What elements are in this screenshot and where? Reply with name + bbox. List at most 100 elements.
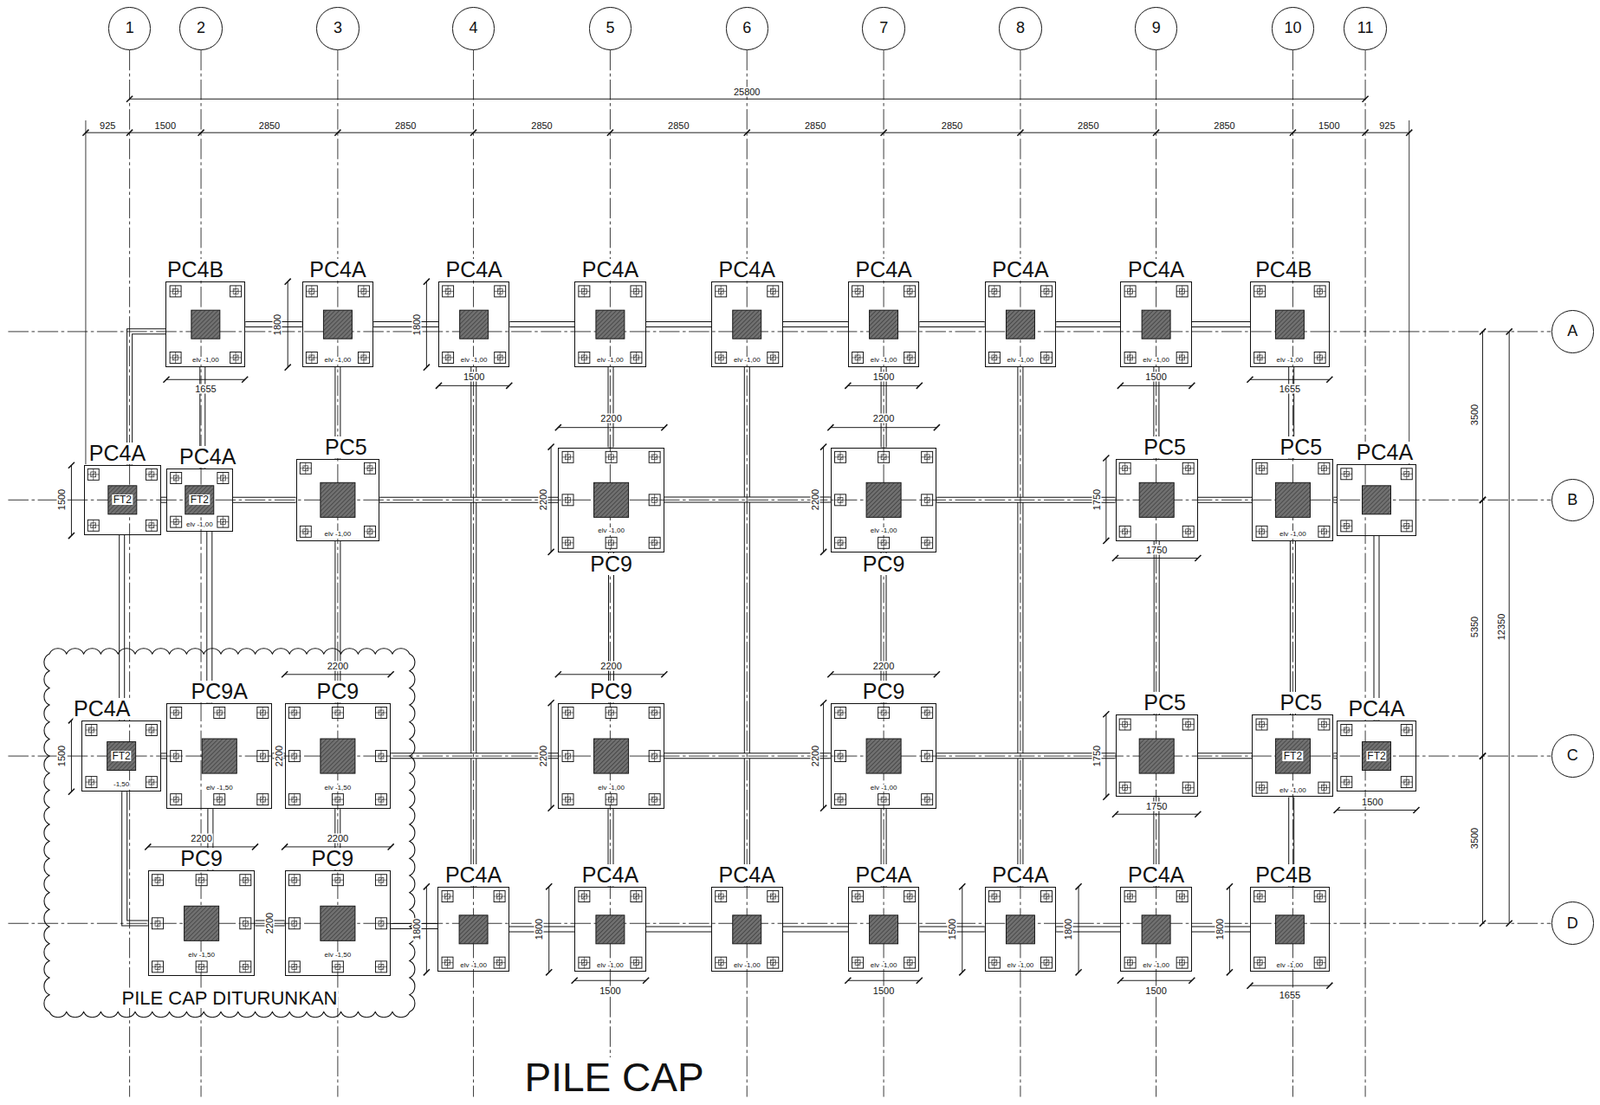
column-section	[1275, 915, 1304, 945]
pile-symbol	[170, 472, 182, 485]
pile-symbol	[213, 706, 226, 719]
dimension-tick	[1194, 811, 1201, 818]
pile-axis	[380, 918, 382, 930]
grid-line	[7, 330, 1551, 332]
elevation-text: elv -1,00	[869, 784, 899, 793]
dimension-tick	[435, 382, 442, 389]
pile-axis	[336, 706, 338, 719]
grid-bubble: 4	[452, 6, 496, 51]
dimension-tick	[1112, 555, 1119, 562]
pile-cap: PC4Aelv -1,00	[438, 281, 511, 368]
column-section	[320, 906, 356, 941]
column-section	[866, 482, 901, 518]
column-section	[1362, 485, 1392, 515]
dimension-tick	[1362, 96, 1369, 103]
grid-number: 8	[1016, 19, 1025, 38]
dimension-text: 1800	[411, 918, 422, 941]
pile-symbol	[1318, 719, 1330, 731]
pile-symbol	[767, 285, 779, 298]
dimension-text: 1500	[154, 120, 177, 130]
tie-beam	[373, 321, 439, 328]
pile-symbol	[288, 706, 300, 719]
pile-symbol	[331, 874, 344, 887]
tie-beam	[783, 929, 849, 931]
pile-symbol	[1182, 525, 1194, 538]
pile-cap-label: PC4A	[1127, 864, 1186, 887]
pile-axis	[567, 751, 569, 763]
dimension-line	[166, 379, 246, 381]
column-section	[866, 738, 901, 774]
dimension-text: 2850	[667, 120, 690, 130]
tie-beam	[206, 531, 213, 704]
grid-number: 6	[742, 19, 752, 38]
dimension-text: 1750	[1145, 544, 1168, 555]
tie-beam	[1055, 321, 1121, 328]
dimension-text: 2850	[530, 120, 553, 130]
dimension-text: 1500	[462, 371, 486, 382]
pile-cap-label: PC9	[316, 680, 361, 703]
pile-symbol	[921, 706, 933, 719]
dimension-text: 2850	[258, 120, 281, 130]
column-section	[595, 310, 625, 339]
dimension-line	[574, 980, 646, 982]
pile-symbol	[630, 957, 642, 969]
dimension-text: 2200	[810, 488, 821, 512]
pile-cap: PC4Aelv -1,00	[711, 281, 784, 368]
column-section	[594, 738, 629, 774]
tie-beam	[1191, 322, 1251, 327]
dimension-text: 2200	[189, 834, 213, 844]
pile-symbol	[357, 351, 370, 363]
pile-cap-label: PC9	[589, 680, 634, 703]
pile-cap: PC4Aelv -1,00	[437, 887, 510, 973]
pile-symbol	[217, 472, 229, 485]
pile-symbol	[988, 351, 1000, 363]
column-section	[1005, 915, 1035, 945]
dimension-tick	[820, 699, 827, 707]
column-section	[191, 310, 221, 339]
elevation-text: elv -1,50	[205, 784, 234, 793]
pile-symbol	[1119, 462, 1131, 474]
grid-bubble: 10	[1271, 6, 1315, 51]
pile-axis	[219, 794, 221, 806]
tie-beam	[1191, 323, 1251, 325]
tie-beam	[124, 791, 149, 924]
dimension-text: 1500	[1144, 371, 1167, 382]
pile-symbol	[257, 794, 269, 806]
column-section	[1005, 310, 1035, 339]
pile-axis	[447, 285, 449, 298]
dimension-line	[550, 703, 552, 809]
pile-symbol	[239, 961, 252, 973]
dimension-tick	[1188, 382, 1195, 389]
pile-axis	[380, 751, 382, 763]
pile-symbol	[988, 957, 1000, 969]
column-section	[1275, 915, 1304, 945]
pile-axis	[336, 874, 338, 887]
pile-cap: PC4Aelv -1,00	[302, 281, 375, 368]
pile-symbol	[1119, 782, 1131, 794]
elevation-text: elv -1,00	[459, 356, 489, 365]
tie-beam	[207, 531, 212, 704]
pile-axis	[1124, 719, 1126, 731]
column-section	[459, 310, 489, 339]
pile-axis	[1129, 891, 1131, 903]
dimension-tick	[281, 843, 288, 850]
dimension-tick	[1334, 807, 1341, 814]
tie-beam	[373, 323, 439, 325]
pile-axis	[219, 706, 221, 719]
pile-axis	[883, 451, 885, 463]
pile-axis	[857, 351, 859, 363]
column-section	[1362, 485, 1392, 515]
dimension-line	[426, 887, 428, 973]
pile-symbol	[767, 351, 779, 363]
column-section	[1275, 738, 1310, 774]
pile-axis	[1259, 891, 1261, 903]
elevation-text: elv -1,00	[1276, 962, 1305, 971]
pile-axis	[1187, 525, 1189, 538]
pile-axis	[1405, 520, 1407, 532]
pile-symbol	[257, 751, 269, 763]
pile-cap-label: PC4A	[178, 446, 237, 468]
dimension-text: 2200	[810, 744, 821, 768]
pile-axis	[447, 351, 449, 363]
pile-symbol	[835, 794, 847, 806]
